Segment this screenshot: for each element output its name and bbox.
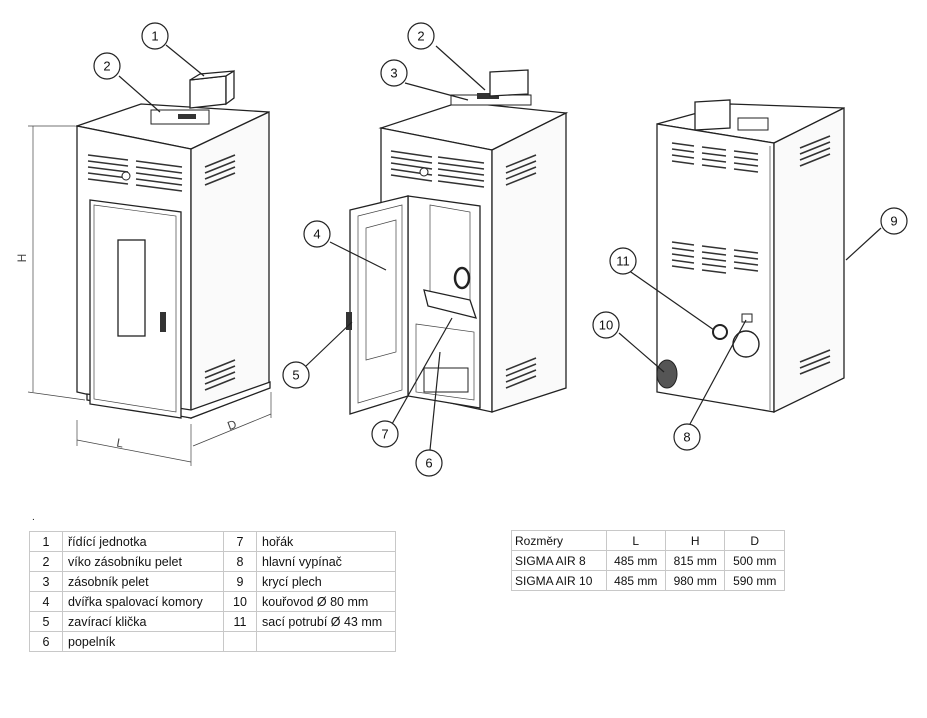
dim-value: 485 mm [605, 550, 667, 571]
model-name: SIGMA AIR 8 [511, 550, 607, 571]
svg-text:11: 11 [616, 254, 630, 269]
part-label: dvířka spalovací komory [62, 591, 224, 612]
svg-text:2: 2 [103, 59, 110, 74]
svg-text:9: 9 [890, 214, 897, 229]
part-number: 2 [29, 551, 63, 572]
part-number: 6 [29, 631, 63, 652]
part-number: 9 [223, 571, 257, 592]
model-name: SIGMA AIR 10 [511, 570, 607, 591]
table-row: 5 zavírací klička 11 sací potrubí Ø 43 m… [29, 611, 396, 632]
part-number: 1 [29, 531, 63, 552]
height-dim-label: H [15, 254, 29, 263]
table-header-row: Rozměry L H D [511, 530, 785, 551]
svg-text:3: 3 [390, 66, 397, 81]
column-header: H [664, 530, 726, 551]
table-row: 4 dvířka spalovací komory 10 kouřovod Ø … [29, 591, 396, 612]
part-label: krycí plech [256, 571, 396, 592]
table-row: 2 víko zásobníku pelet 8 hlavní vypínač [29, 551, 396, 572]
callout-1: 1 [141, 22, 169, 50]
table-row: 1 řídící jednotka 7 hořák [29, 531, 396, 552]
empty-cell [223, 631, 257, 652]
part-number: 7 [223, 531, 257, 552]
stove-front-view: H L D [15, 69, 272, 466]
svg-text:4: 4 [313, 227, 320, 242]
callout-9: 9 [880, 207, 908, 235]
part-number: 5 [29, 611, 63, 632]
part-label: zavírací klička [62, 611, 224, 632]
part-label: víko zásobníku pelet [62, 551, 224, 572]
dim-value: 500 mm [724, 550, 785, 571]
part-label: zásobník pelet [62, 571, 224, 592]
svg-text:2: 2 [417, 29, 424, 44]
callout-7: 7 [371, 420, 399, 448]
part-number: 3 [29, 571, 63, 592]
part-label: hořák [256, 531, 396, 552]
svg-text:1: 1 [151, 29, 158, 44]
stove-diagram: H L D [15, 22, 908, 477]
part-label: popelník [62, 631, 224, 652]
svg-text:7: 7 [381, 427, 388, 442]
parts-legend-table: 1 řídící jednotka 7 hořák 2 víko zásobní… [29, 531, 396, 652]
callout-2-open: 2 [407, 22, 435, 50]
column-header: Rozměry [511, 530, 607, 551]
part-label: sací potrubí Ø 43 mm [256, 611, 396, 632]
dim-value: 590 mm [724, 570, 785, 591]
stove-open-door-view [346, 69, 569, 415]
svg-text:5: 5 [292, 368, 299, 383]
callout-10: 10 [592, 311, 620, 339]
svg-text:10: 10 [599, 318, 613, 333]
depth-dim-label: D [226, 417, 239, 433]
stove-rear-view [656, 99, 845, 414]
callout-8: 8 [673, 423, 701, 451]
part-number: 8 [223, 551, 257, 572]
dimensions-table: Rozměry L H D SIGMA AIR 8 485 mm 815 mm … [511, 530, 785, 591]
leader-lines [118, 44, 882, 451]
part-label: řídící jednotka [62, 531, 224, 552]
callout-11: 11 [609, 247, 637, 275]
svg-text:6: 6 [425, 456, 432, 471]
length-dim-label: L [115, 436, 124, 451]
part-number: 11 [223, 611, 257, 632]
callout-3: 3 [380, 59, 408, 87]
column-header: L [605, 530, 667, 551]
note-dot: . [32, 512, 35, 523]
callout-2-front: 2 [93, 52, 121, 80]
svg-text:8: 8 [683, 430, 690, 445]
column-header: D [724, 530, 785, 551]
table-row: SIGMA AIR 8 485 mm 815 mm 500 mm [511, 550, 785, 571]
callout-5: 5 [282, 361, 310, 389]
part-number: 10 [223, 591, 257, 612]
dim-value: 485 mm [605, 570, 667, 591]
part-label: hlavní vypínač [256, 551, 396, 572]
empty-cell [256, 631, 396, 652]
callout-4: 4 [303, 220, 331, 248]
table-row: SIGMA AIR 10 485 mm 980 mm 590 mm [511, 570, 785, 591]
part-label: kouřovod Ø 80 mm [256, 591, 396, 612]
dim-value: 815 mm [664, 550, 726, 571]
callout-6: 6 [415, 449, 443, 477]
part-number: 4 [29, 591, 63, 612]
table-row: 3 zásobník pelet 9 krycí plech [29, 571, 396, 592]
dim-value: 980 mm [664, 570, 726, 591]
table-row: 6 popelník [29, 631, 396, 652]
